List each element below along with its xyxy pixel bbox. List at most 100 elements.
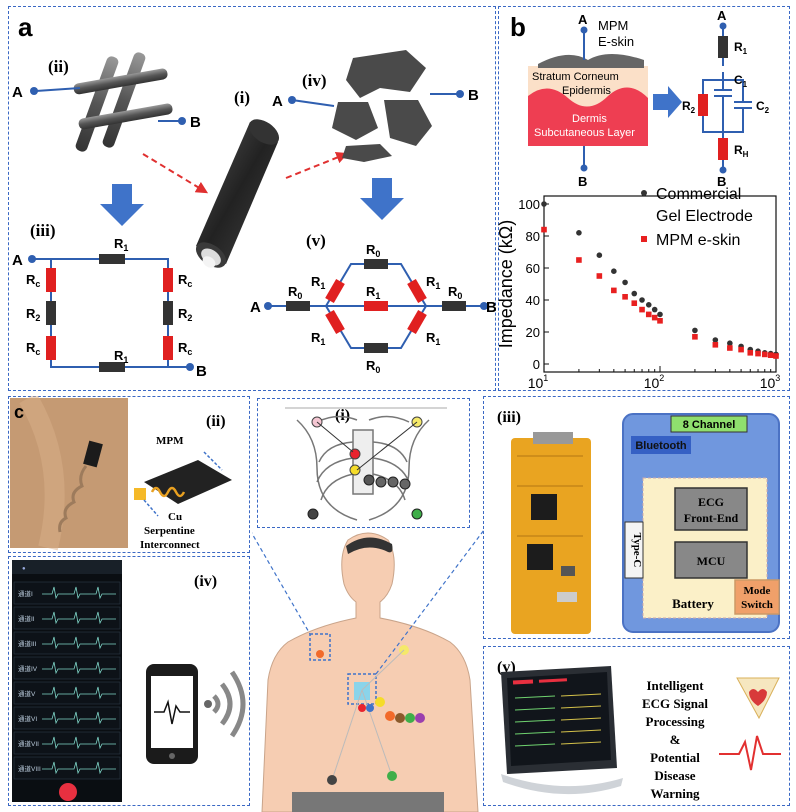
heart-button[interactable] (59, 783, 77, 801)
channel-row[interactable] (13, 681, 121, 705)
legend-marker-commercial (641, 190, 647, 196)
monitor-icon (501, 666, 623, 795)
rc-label-1: Rc (26, 272, 40, 289)
mpm-patch-photo (83, 440, 103, 468)
data-point-mpm (611, 287, 617, 294)
data-point-commercial (639, 297, 645, 303)
channel-waveform (42, 736, 116, 750)
channel-row[interactable] (13, 631, 121, 655)
data-point-mpm (622, 294, 628, 300)
data-point-mpm (657, 318, 663, 324)
skin-node-a: A (578, 12, 588, 27)
r1-ul-label: R1 (311, 274, 325, 291)
serpentine-label: Serpentine (144, 525, 195, 537)
data-point-commercial (631, 290, 638, 297)
panel-a (8, 6, 496, 391)
ecg-wave-icon (719, 735, 781, 771)
data-point-commercial (651, 306, 658, 313)
rib-cage-icon (296, 415, 430, 521)
panel-monitor-svg: (v) Intelligent ECG Signal Processing & … (497, 659, 781, 801)
data-point-mpm (747, 350, 754, 356)
data-point-commercial (712, 337, 719, 343)
panel-monitor (483, 646, 790, 806)
data-point-commercial (576, 230, 582, 236)
panel-chest (257, 398, 470, 528)
r1-label: R1 (734, 40, 748, 56)
data-point-mpm (727, 345, 733, 351)
mpm-sheet-icon (144, 460, 232, 504)
circuit-node-a: A (717, 8, 727, 23)
data-point-commercial (611, 268, 617, 275)
channel-waveform (42, 711, 116, 725)
channel-row[interactable] (13, 656, 121, 680)
r1-top-label: R1 (114, 236, 128, 253)
data-point-commercial (657, 311, 663, 318)
y-tick-label: 80 (526, 229, 540, 244)
node-b-v: B (486, 299, 496, 316)
legend-label-mpm: MPM e-skin (656, 232, 740, 249)
channel-label: 通道V (18, 689, 36, 698)
r2-label-2: R2 (178, 306, 192, 323)
data-point-mpm (639, 306, 645, 313)
panel-c-svg: c (ii) MPM Cu Serpentine Interconnect (10, 396, 232, 551)
r1-ur-label: R1 (426, 274, 440, 291)
mcu-label: MCU (697, 554, 726, 568)
typec-label: Type-C (631, 533, 643, 568)
label-iv-phone: (iv) (194, 573, 217, 590)
channel-label: 通道VII (18, 739, 39, 748)
data-point-mpm (761, 351, 768, 358)
layer-epidermis: Epidermis (562, 85, 611, 97)
label-v: (v) (306, 231, 326, 250)
v-text-4: & (670, 732, 681, 747)
right-arrow (653, 86, 682, 118)
channel-row[interactable] (13, 731, 121, 755)
bluetooth-block (631, 436, 691, 454)
node-a-ii: A (12, 84, 23, 101)
data-point-mpm (541, 226, 547, 233)
channel-label: 通道VIII (18, 764, 41, 773)
layer-dermis: Dermis (572, 113, 607, 125)
channel-label: 8 Channel (683, 419, 736, 431)
channel-waveform (42, 686, 116, 700)
rc-label-2: Rc (26, 340, 40, 357)
data-point-mpm (631, 300, 638, 306)
data-point-mpm (692, 334, 698, 340)
c1-label: C1 (734, 73, 748, 89)
panel-b-letter: b (510, 12, 526, 42)
impedance-chart: 020406080100101102103Frequency (Hz)Imped… (498, 186, 780, 391)
node-a-iii: A (12, 252, 23, 269)
label-ii: (ii) (48, 57, 69, 76)
patch-box-shoulder (309, 633, 331, 661)
channel-row[interactable] (13, 706, 121, 730)
panel-phone (8, 556, 250, 806)
panel-a-letter: a (18, 12, 33, 42)
r1-lr-label: R1 (426, 330, 440, 347)
layer-stratum: Stratum Corneum (532, 71, 619, 83)
data-point-commercial (692, 327, 698, 334)
panel-hardware (483, 396, 790, 639)
channel-waveform (42, 636, 116, 650)
channel-label: 通道VI (18, 714, 37, 723)
data-point-mpm (651, 314, 658, 321)
data-point-mpm (773, 353, 779, 359)
channel-row[interactable] (13, 756, 121, 780)
mesh-icon (73, 52, 173, 152)
channel-waveform (42, 661, 116, 675)
data-point-mpm (576, 257, 582, 263)
skin-mpm-label: MPM (598, 18, 628, 33)
v-text-6: Disease (654, 768, 695, 783)
r0-left-label: R0 (288, 284, 302, 301)
v-text-3: Processing (646, 714, 705, 729)
data-point-mpm (738, 346, 744, 353)
data-point-commercial (541, 201, 547, 207)
channel-row[interactable] (13, 581, 121, 605)
panel-a-svg: a (ii) A B (i) (iv) (12, 12, 496, 380)
c2-label: C2 (756, 99, 770, 115)
mcu-block (674, 541, 748, 579)
v-text-1: Intelligent (646, 678, 704, 693)
x-axis-label: Frequency (Hz) (604, 390, 728, 391)
channel-row[interactable] (13, 606, 121, 630)
legend-label-commercial: Commercial (656, 186, 741, 203)
legend-marker-mpm (641, 236, 647, 242)
